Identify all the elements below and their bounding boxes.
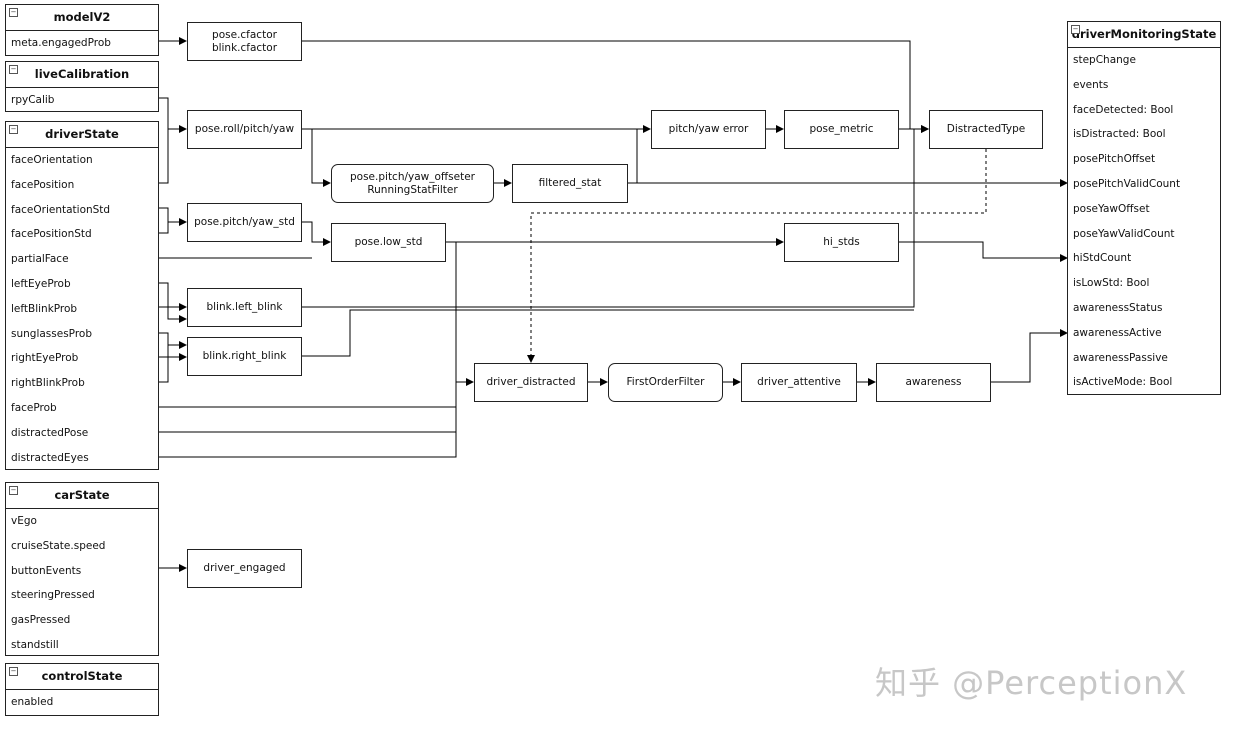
node-label: hi_stds bbox=[823, 236, 860, 248]
node-label: driver_attentive bbox=[757, 376, 841, 388]
class-controlState: − controlState enabled bbox=[5, 663, 159, 716]
node-label: blink.left_blink bbox=[206, 301, 283, 313]
class-modelV2: − modelV2 meta.engagedProb bbox=[5, 4, 159, 56]
node-distracted-type: DistractedType bbox=[929, 110, 1043, 149]
class-driverState: − driverState faceOrientation facePositi… bbox=[5, 121, 159, 470]
class-title: liveCalibration bbox=[34, 67, 130, 81]
node-label: pitch/yaw error bbox=[668, 123, 749, 135]
watermark: 知乎 @PerceptionX bbox=[875, 664, 1188, 702]
class-field: faceDetected: Bool bbox=[1073, 103, 1174, 116]
class-carState: − carState vEgo cruiseState.speed button… bbox=[5, 482, 159, 656]
class-title: modelV2 bbox=[53, 10, 111, 24]
class-field: distractedPose bbox=[11, 426, 89, 439]
node-label: RunningStatFilter bbox=[367, 183, 458, 196]
class-field: events bbox=[1073, 78, 1109, 91]
collapse-icon[interactable]: − bbox=[9, 667, 18, 676]
class-field: isDistracted: Bool bbox=[1073, 128, 1166, 141]
node-pose-factors: pose.cfactor blink.cfactor bbox=[187, 22, 302, 61]
node-filtered-stat: filtered_stat bbox=[512, 164, 628, 203]
node-label: DistractedType bbox=[946, 123, 1026, 135]
collapse-icon[interactable]: − bbox=[1071, 25, 1080, 34]
class-field: facePosition bbox=[11, 178, 75, 191]
collapse-icon[interactable]: − bbox=[9, 65, 18, 74]
class-header-driverState: − driverState bbox=[6, 122, 158, 148]
collapse-icon[interactable]: − bbox=[9, 8, 18, 17]
class-field: posePitchValidCount bbox=[1073, 177, 1181, 190]
class-field: cruiseState.speed bbox=[11, 539, 106, 552]
node-label: driver_distracted bbox=[486, 376, 576, 388]
class-header-modelV2: − modelV2 bbox=[6, 5, 158, 31]
node-pose-rpy: pose.roll/pitch/yaw bbox=[187, 110, 302, 149]
node-label: pose.low_std bbox=[354, 236, 423, 248]
class-field: steeringPressed bbox=[11, 589, 95, 602]
node-awareness: awareness bbox=[876, 363, 991, 402]
class-title: controlState bbox=[41, 669, 123, 683]
class-field: faceOrientationStd bbox=[11, 203, 111, 216]
class-field: isActiveMode: Bool bbox=[1073, 376, 1173, 389]
class-header-carState: − carState bbox=[6, 483, 158, 509]
class-field: rightBlinkProb bbox=[11, 377, 85, 390]
node-label: FirstOrderFilter bbox=[626, 376, 705, 388]
node-pose-offseter: pose.pitch/yaw_offseter RunningStatFilte… bbox=[331, 164, 494, 203]
class-field: meta.engagedProb bbox=[11, 37, 111, 49]
node-label: pose.pitch/yaw_offseter bbox=[350, 170, 475, 183]
class-field: vEgo bbox=[11, 515, 37, 527]
node-label: pose_metric bbox=[809, 123, 874, 135]
class-title: carState bbox=[54, 488, 110, 502]
class-field: awarenessPassive bbox=[1073, 351, 1168, 364]
node-first-order-filter: FirstOrderFilter bbox=[608, 363, 723, 402]
collapse-icon[interactable]: − bbox=[9, 125, 18, 134]
class-title: driverState bbox=[45, 127, 119, 141]
node-label: filtered_stat bbox=[538, 177, 602, 189]
class-field: stepChange bbox=[1073, 54, 1136, 66]
node-blink-right: blink.right_blink bbox=[187, 337, 302, 376]
node-blink-left: blink.left_blink bbox=[187, 288, 302, 327]
class-field: facePositionStd bbox=[11, 228, 92, 241]
class-field: partialFace bbox=[11, 253, 69, 266]
node-label: blink.right_blink bbox=[202, 350, 287, 362]
class-title: driverMonitoringState bbox=[1071, 27, 1217, 41]
class-field: faceProb bbox=[11, 401, 57, 414]
class-field: poseYawOffset bbox=[1073, 202, 1150, 215]
class-field: isLowStd: Bool bbox=[1073, 277, 1150, 290]
node-pose-metric: pose_metric bbox=[784, 110, 899, 149]
node-label: awareness bbox=[905, 376, 962, 388]
class-field: awarenessStatus bbox=[1073, 301, 1163, 314]
class-field: leftBlinkProb bbox=[11, 302, 78, 315]
node-driver-distracted: driver_distracted bbox=[474, 363, 588, 402]
class-field: gasPressed bbox=[11, 614, 71, 627]
class-field: rightEyeProb bbox=[11, 352, 79, 365]
class-field: buttonEvents bbox=[11, 564, 82, 577]
node-driver-attentive: driver_attentive bbox=[741, 363, 857, 402]
class-field: poseYawValidCount bbox=[1073, 227, 1175, 240]
class-liveCalibration: − liveCalibration rpyCalib bbox=[5, 61, 159, 112]
node-label: driver_engaged bbox=[203, 562, 286, 574]
class-field: enabled bbox=[11, 696, 54, 708]
class-field: rpyCalib bbox=[11, 94, 55, 106]
node-hi-stds: hi_stds bbox=[784, 223, 899, 262]
node-driver-engaged: driver_engaged bbox=[187, 549, 302, 588]
collapse-icon[interactable]: − bbox=[9, 486, 18, 495]
class-field: leftEyeProb bbox=[11, 277, 71, 290]
node-label: pose.roll/pitch/yaw bbox=[194, 123, 295, 135]
node-label: pose.cfactor bbox=[212, 28, 277, 41]
node-pose-std: pose.pitch/yaw_std bbox=[187, 203, 302, 242]
node-pose-low-std: pose.low_std bbox=[331, 223, 446, 262]
class-field: standstill bbox=[11, 638, 59, 651]
class-field: hiStdCount bbox=[1073, 252, 1132, 265]
class-driverMonitoringState: − driverMonitoringState stepChange event… bbox=[1067, 21, 1221, 395]
class-field: posePitchOffset bbox=[1073, 153, 1156, 166]
class-header-liveCalibration: − liveCalibration bbox=[6, 62, 158, 88]
node-label: blink.cfactor bbox=[211, 41, 278, 54]
class-field: faceOrientation bbox=[11, 154, 93, 166]
class-header-driverMonitoringState: − driverMonitoringState bbox=[1068, 22, 1220, 48]
class-field: awarenessActive bbox=[1073, 326, 1162, 339]
class-field: sunglassesProb bbox=[11, 327, 92, 340]
node-pitch-yaw-error: pitch/yaw error bbox=[651, 110, 766, 149]
class-field: distractedEyes bbox=[11, 451, 89, 464]
class-header-controlState: − controlState bbox=[6, 664, 158, 690]
node-label: pose.pitch/yaw_std bbox=[194, 216, 295, 228]
